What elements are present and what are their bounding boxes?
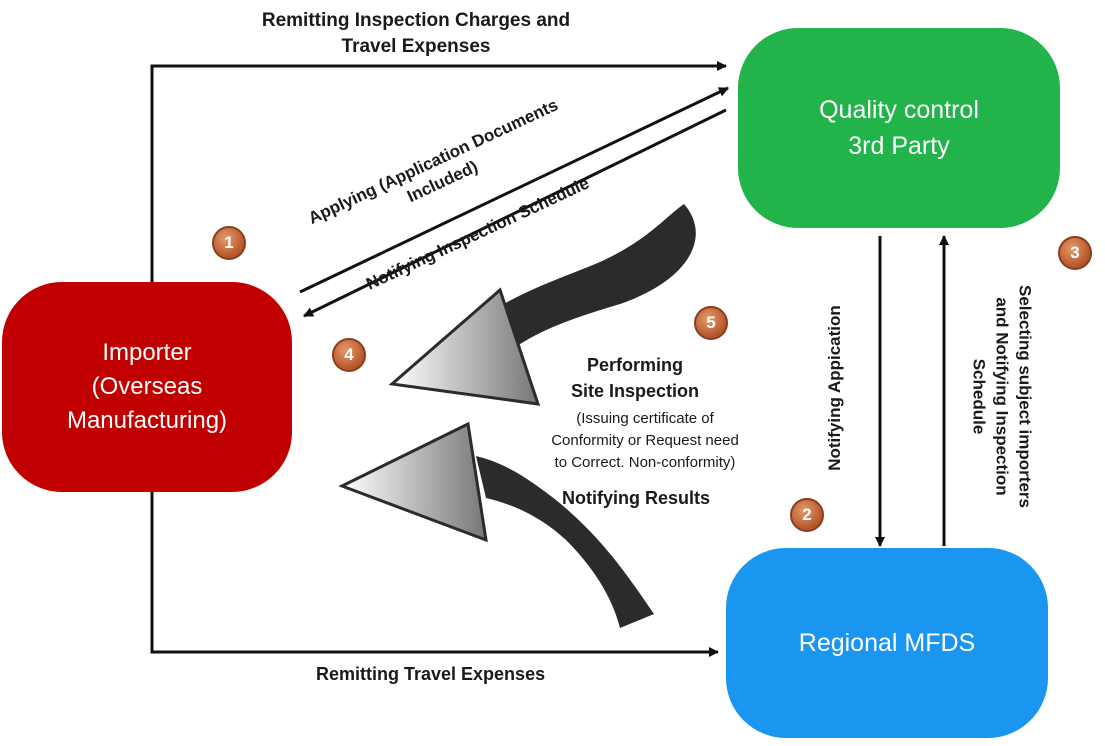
importer-node: Importer (Overseas Manufacturing) bbox=[2, 282, 292, 492]
remitting-charges-arrow bbox=[150, 61, 727, 282]
notifying-schedule-arrow bbox=[303, 108, 727, 318]
quality-control-label: Quality control 3rd Party bbox=[819, 96, 979, 160]
performing-inspection-label: Performing Site Inspection bbox=[570, 355, 700, 401]
regional-mfds-node: Regional MFDS bbox=[726, 548, 1048, 738]
applying-arrow bbox=[299, 86, 729, 294]
regional-mfds-label: Regional MFDS bbox=[798, 628, 976, 657]
inspection-detail-label: (Issuing certificate of Conformity or Re… bbox=[551, 410, 739, 471]
step-4-badge: 4 bbox=[332, 338, 366, 372]
remitting-travel-arrow bbox=[150, 492, 719, 657]
selecting-importers-label: Selecting subject importers and Notifyin… bbox=[969, 285, 1035, 508]
site-inspection-curved-arrow bbox=[388, 204, 696, 406]
step-3-badge: 3 bbox=[1058, 236, 1092, 270]
importer-label: Importer (Overseas Manufacturing) bbox=[66, 339, 228, 434]
remitting-charges-label: Remitting Inspection Charges and Travel … bbox=[261, 10, 571, 57]
step-1-badge: 1 bbox=[212, 226, 246, 260]
remitting-travel-label: Remitting Travel Expenses bbox=[316, 664, 546, 684]
step-5-badge: 5 bbox=[694, 306, 728, 340]
quality-control-node: Quality control 3rd Party bbox=[738, 28, 1060, 228]
notifying-results-label: Notifying Results bbox=[562, 488, 711, 508]
notifying-application-label: Notifying Appication bbox=[824, 305, 844, 471]
step-2-badge: 2 bbox=[790, 498, 824, 532]
notifying-results-curved-arrow bbox=[338, 421, 654, 628]
